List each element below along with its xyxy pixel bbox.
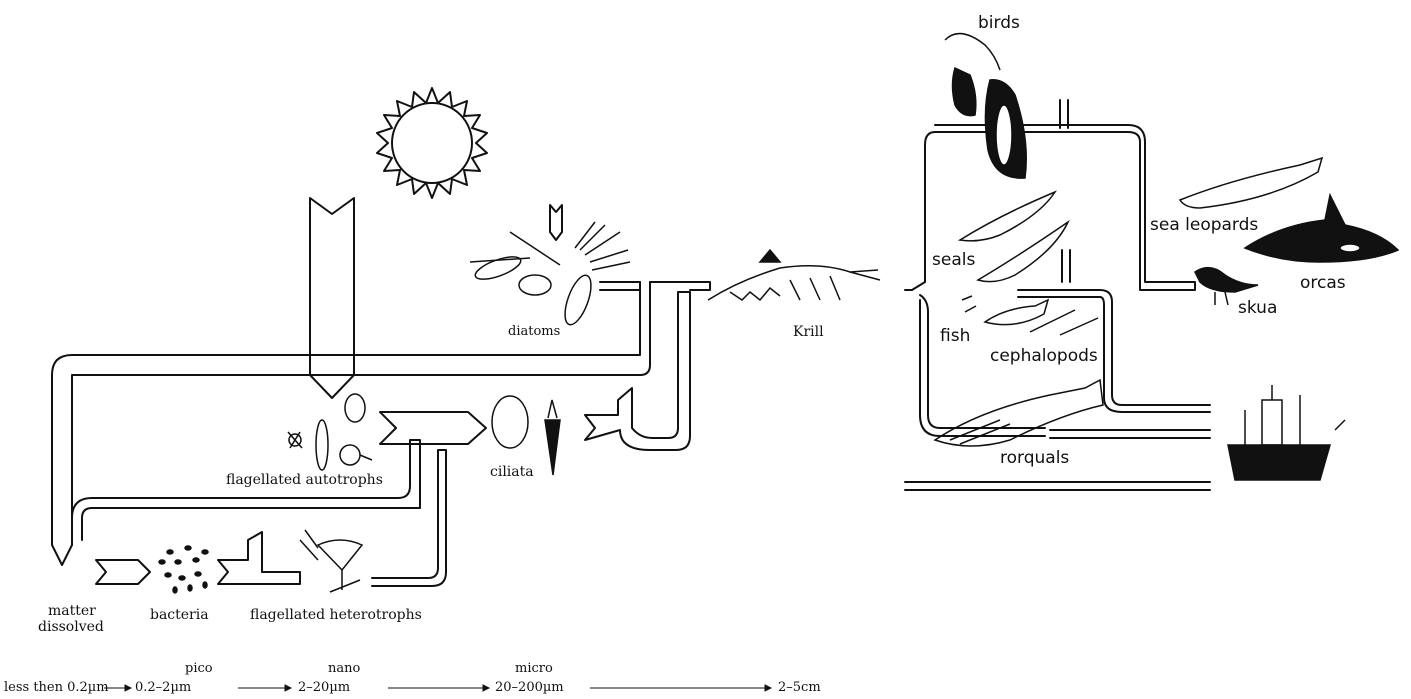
scale-nano-label: nano (328, 662, 360, 675)
fish-icon (962, 296, 1048, 325)
sea-leopards-label: sea leopards (1150, 217, 1258, 234)
rorqual-icon (935, 380, 1103, 446)
matter-dissolved-label-line1: matter (48, 604, 96, 618)
scale-micro-label: micro (515, 662, 553, 675)
orca-icon (1245, 195, 1398, 262)
scale-large-range: 2–5cm (778, 681, 821, 694)
bacteria-to-heterotrophs-arrow (218, 532, 300, 584)
fishing-ship-icon (1228, 385, 1345, 480)
cephalopods-label: cephalopods (990, 348, 1098, 365)
bacteria-label: bacteria (150, 608, 209, 622)
flagellated-autotrophs-icon (288, 394, 372, 470)
birds-label: birds (978, 15, 1020, 32)
autotrophs-to-ciliata-arrow (380, 412, 486, 444)
diatoms-icon (470, 222, 630, 328)
matter-dissolved-label-line2: dissolved (38, 620, 104, 634)
birds-icon (945, 34, 1026, 179)
sea-leopard-icon (1180, 158, 1322, 208)
fish-label: fish (940, 328, 970, 345)
matter-to-bacteria-arrow (96, 560, 150, 584)
flagellated-autotrophs-label: flagellated autotrophs (226, 473, 383, 487)
scale-micro-range: 20–200µm (495, 681, 564, 694)
skua-label: skua (1238, 300, 1277, 317)
flagellated-heterotrophs-icon (300, 530, 362, 592)
krill-label: Krill (793, 325, 824, 339)
ciliata-label: ciliata (490, 465, 534, 479)
diatoms-to-krill-pipe (600, 282, 640, 290)
krill-icon (708, 250, 880, 300)
ciliata-to-krill-pipe (585, 292, 690, 450)
rorquals-label: rorquals (1000, 450, 1069, 467)
diatoms-label: diatoms (508, 325, 560, 338)
seals-icon (960, 192, 1068, 282)
scale-pico-label: pico (185, 662, 213, 675)
orcas-label: orcas (1300, 275, 1346, 292)
diatoms-input-arrow (550, 205, 562, 240)
seals-label: seals (932, 252, 975, 269)
food-web-pipes (905, 100, 1210, 490)
scale-nano-range: 2–20µm (298, 681, 350, 694)
recycling-pipe-inner (72, 440, 420, 540)
scale-pico-range: 0.2–2µm (135, 681, 191, 694)
sun-icon (377, 88, 487, 198)
cephalopods-icon (1030, 310, 1098, 335)
sunlight-arrow (310, 198, 354, 398)
bacteria-icon (159, 546, 208, 593)
krill-feed-pipe (650, 282, 710, 290)
flagellated-heterotrophs-label: flagellated heterotrophs (250, 608, 422, 622)
scale-less-then: less then 0.2µm (4, 681, 109, 694)
